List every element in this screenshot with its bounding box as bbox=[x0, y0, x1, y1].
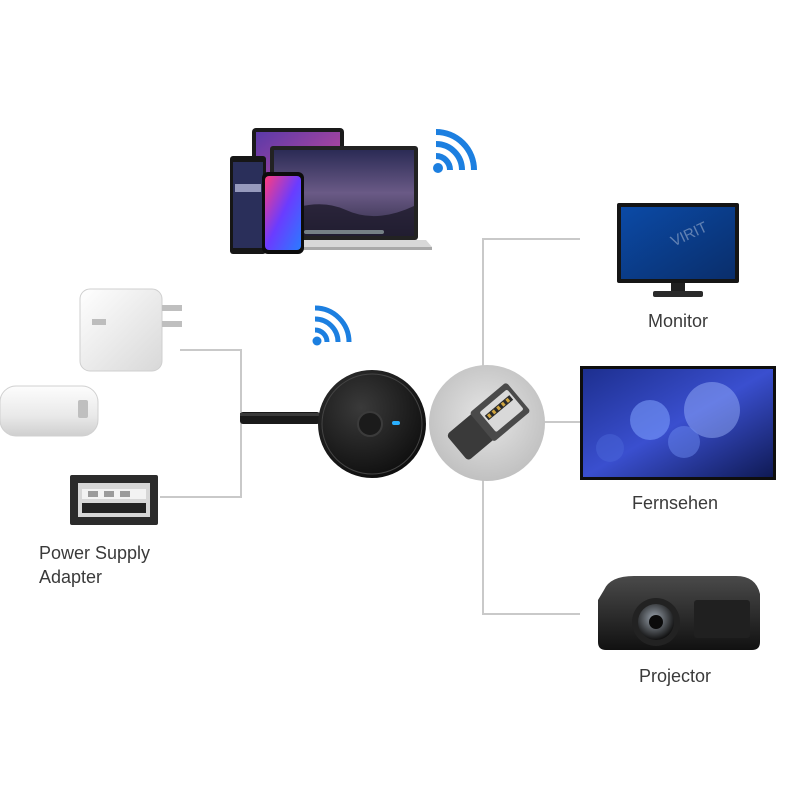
wall-adapter bbox=[76, 283, 186, 375]
dongle-receiver bbox=[316, 368, 428, 480]
wifi-icon bbox=[310, 302, 356, 348]
dongle-cable bbox=[240, 410, 320, 428]
devices-illustration bbox=[230, 128, 432, 254]
tv-device bbox=[580, 366, 776, 480]
line-adapter-bottom bbox=[160, 496, 242, 498]
projector-device bbox=[594, 570, 764, 656]
monitor-label: Monitor bbox=[647, 311, 709, 331]
mobile-devices-group bbox=[226, 126, 436, 256]
tv-label: Fernsehen bbox=[631, 493, 719, 513]
power-supply-label-line2: Adapter bbox=[39, 567, 103, 587]
power-bank bbox=[0, 380, 100, 440]
power-supply-label: Power Supply Adapter bbox=[39, 541, 150, 589]
monitor-device bbox=[617, 203, 739, 299]
power-supply-label-line1: Power Supply bbox=[39, 543, 151, 563]
line-monitor bbox=[482, 238, 580, 240]
usb-port bbox=[70, 475, 158, 525]
wifi-icon bbox=[430, 124, 482, 176]
line-projector bbox=[482, 613, 580, 615]
line-adapter-vertical bbox=[240, 349, 242, 498]
hdmi-plug bbox=[428, 364, 546, 482]
line-adapter-top bbox=[180, 349, 242, 351]
projector-label: Projector bbox=[638, 666, 712, 686]
